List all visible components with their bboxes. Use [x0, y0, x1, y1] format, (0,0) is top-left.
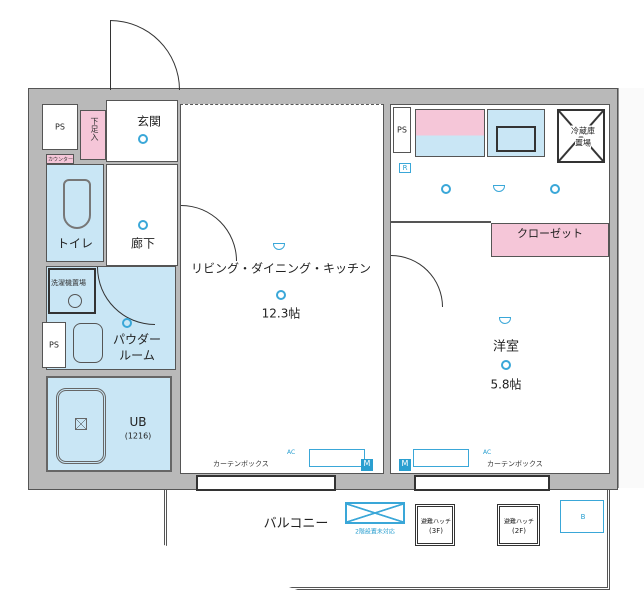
b-box: B	[560, 500, 604, 533]
ceiling-light-icon	[441, 184, 451, 194]
remote-badge: R	[399, 163, 411, 173]
window-western[interactable]	[414, 475, 550, 491]
entrance-door[interactable]	[110, 20, 180, 90]
closet: クローゼット	[491, 223, 609, 257]
door-leaf	[110, 20, 111, 90]
balcony	[164, 490, 610, 590]
cooktop-icon	[496, 126, 536, 152]
m-badge: M	[361, 459, 373, 471]
door-swing	[391, 255, 443, 307]
wall-light-icon	[499, 317, 511, 324]
door-swing	[97, 267, 155, 325]
drain-icon	[68, 294, 82, 308]
ceiling-light-icon	[138, 134, 148, 144]
ceiling-light-icon	[122, 318, 132, 328]
ps-middle: PS	[42, 322, 66, 368]
wall-light-icon	[273, 243, 285, 250]
partition	[391, 221, 491, 223]
m-badge: M	[399, 459, 411, 471]
stove	[487, 109, 545, 157]
ceiling-light-icon	[501, 360, 511, 370]
bathtub-icon	[56, 388, 106, 464]
evacuation-hatch-2f[interactable]: 避難ハッチ (2F)	[497, 504, 540, 546]
ceiling-light-icon	[550, 184, 560, 194]
wall-light-icon	[493, 185, 505, 192]
ldk: リビング・ダイニング・キッチン 12.3帖 AC カーテンボックス M	[180, 104, 384, 474]
shoe-box: 下足入	[80, 110, 106, 160]
drain-icon	[75, 418, 87, 430]
toilet-bowl-icon	[63, 179, 91, 229]
outdoor-unit-space	[345, 502, 405, 524]
counter: カウンター	[46, 154, 74, 164]
window-ldk[interactable]	[196, 475, 336, 491]
fridge-space: 冷蔵庫 置場	[557, 109, 605, 163]
ceiling-light-icon	[138, 220, 148, 230]
evacuation-hatch-3f[interactable]: 避難ハッチ (3F)	[415, 504, 455, 546]
door-swing	[181, 205, 237, 261]
washer-space: 洗濯機置場	[48, 268, 96, 314]
unit-bath: UB (1216)	[46, 376, 172, 472]
washbasin-icon	[73, 323, 103, 363]
right-margin	[618, 88, 644, 488]
entrance: 玄関	[106, 100, 178, 162]
sink-counter	[415, 109, 485, 157]
ceiling-light-icon	[276, 290, 286, 300]
toilet: トイレ	[46, 164, 104, 262]
hallway: 廊下	[106, 164, 178, 266]
kitchen-and-western-room: PS R 冷蔵庫 置場 クローゼット 洋室 5.8帖 M AC カーテンボックス	[390, 104, 610, 474]
aircon-unit	[413, 449, 469, 467]
ps-right: PS	[393, 107, 411, 153]
aircon-unit	[309, 449, 365, 467]
ps-top: PS	[42, 104, 78, 150]
